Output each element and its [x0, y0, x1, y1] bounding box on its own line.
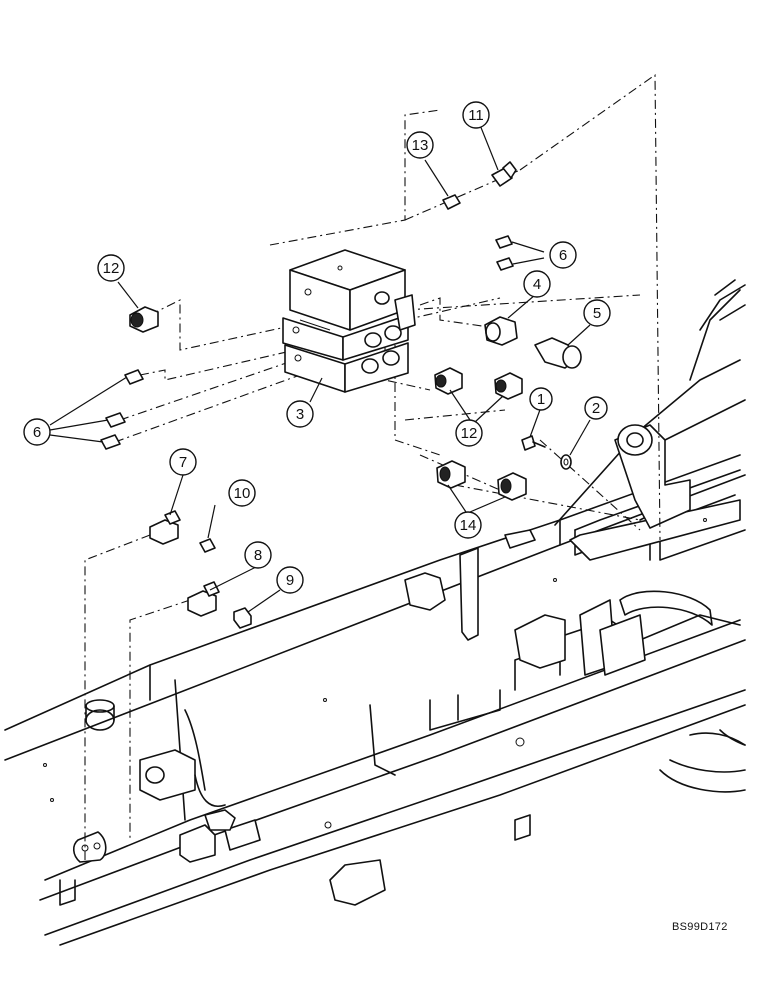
- valve-block: [282, 249, 416, 393]
- callout-10: 10: [228, 479, 256, 507]
- callout-13: 13: [406, 131, 434, 159]
- callout-2: 2: [584, 396, 608, 420]
- callout-7: 7: [169, 448, 197, 476]
- svg-text:11: 11: [468, 107, 484, 124]
- callout-4: 4: [523, 270, 551, 298]
- svg-text:13: 13: [412, 137, 429, 154]
- svg-text:2: 2: [592, 400, 600, 417]
- callout-9: 9: [276, 566, 304, 594]
- svg-text:1: 1: [537, 391, 545, 408]
- callout-14: 14: [454, 511, 482, 539]
- callout-12b: 12: [455, 419, 483, 447]
- svg-text:12: 12: [461, 425, 478, 442]
- callout-6b: 6: [23, 418, 51, 446]
- callout-3: 3: [286, 400, 314, 428]
- svg-text:14: 14: [460, 517, 477, 534]
- leader-lines: [49, 124, 591, 613]
- drawing-code: BS99D172: [672, 921, 728, 933]
- callout-6a: 6: [549, 241, 577, 269]
- svg-text:5: 5: [593, 305, 601, 322]
- svg-text:8: 8: [254, 547, 262, 564]
- callout-11: 11: [462, 101, 490, 129]
- callout-5: 5: [583, 299, 611, 327]
- svg-text:4: 4: [533, 276, 541, 293]
- svg-text:9: 9: [286, 572, 294, 589]
- fittings: [100, 161, 582, 629]
- callout-1: 1: [529, 387, 553, 411]
- svg-text:12: 12: [103, 260, 120, 277]
- svg-text:6: 6: [33, 424, 41, 441]
- assembly-dash-lines: [84, 73, 661, 860]
- callout-12a: 12: [97, 254, 125, 282]
- chassis-frame: [4, 279, 746, 946]
- svg-text:10: 10: [234, 485, 251, 502]
- svg-text:7: 7: [179, 454, 187, 471]
- callout-8: 8: [244, 541, 272, 569]
- svg-text:3: 3: [296, 406, 304, 423]
- svg-text:6: 6: [559, 247, 567, 264]
